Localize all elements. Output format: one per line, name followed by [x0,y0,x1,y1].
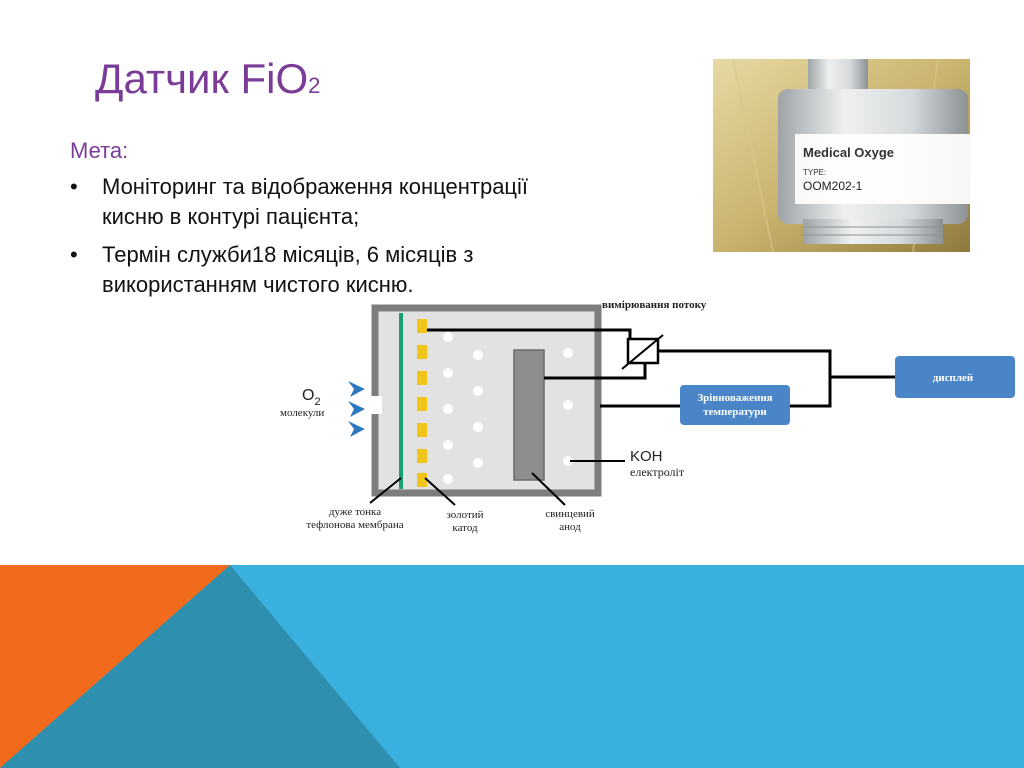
temp-label-line2: температури [703,406,767,418]
o2-arrow-icon [348,381,365,397]
electrolyte-dot [563,400,573,410]
electrolyte-dot [473,458,483,468]
photo-bg-line [732,59,774,252]
electrolyte-dot [563,456,573,466]
flow-resistor-arrow [621,334,664,370]
photo-brand-text: Medical Oxyge [803,145,894,160]
bottom-pointers [369,472,566,506]
electrolyte-dot [563,348,573,358]
cathode-segment [417,371,427,385]
anode-label-line1: свинцевий [545,508,595,520]
koh-label: KOH [630,448,663,465]
o2-inlet-gap [368,396,382,414]
electrolyte-dot [443,332,453,342]
o2-arrow-icon [348,401,365,417]
electrolyte-dot [473,350,483,360]
temperature-box [680,385,790,425]
goal-label: Мета: [70,138,129,163]
flow-label: вимірювання потоку [602,299,707,311]
bullet-item: Термін служби18 місяців, 6 місяців з вик… [70,240,590,300]
slide-title: Датчик FiO2 [95,55,320,103]
anode-wire [544,363,647,380]
cathode-label-line2: катод [452,522,478,534]
electrolyte-box [371,304,602,497]
molecules-label: молекули [280,407,324,419]
membrane-pointer [369,477,402,504]
o2-label: O2 [302,387,321,408]
photo-type-label: TYPE: [803,168,826,177]
membrane-label-line2: тефлонова мембрана [306,519,403,531]
title-main: Датчик FiO [95,55,309,102]
electrolyte-dot [443,440,453,450]
cathode-segment [417,345,427,359]
electrolyte-dot [443,368,453,378]
electrolyte-dot [443,404,453,414]
sensor-label [795,134,970,204]
electrolyte-dot [443,474,453,484]
electrolyte-dot [473,422,483,432]
sensor-bottom-thread [803,219,943,244]
title-subscript: 2 [308,73,321,98]
cathode-segment [417,397,427,411]
flow-to-display-wire [655,349,895,379]
footer-teal-triangle [0,565,400,768]
display-box [895,356,1015,398]
o2-arrow-icon [348,421,365,437]
bullet-list: Моніторинг та відображення концентрації … [70,172,590,308]
electrolyte-label: електроліт [630,465,685,479]
sensor-diagram: O2 молекули вимірювання потоку Зрівноваж… [280,299,1015,534]
electrolyte-dot [473,386,483,396]
sensor-photo: Medical Oxyge TYPE: OOM202-1 [713,59,970,252]
temp-to-display-wire [790,377,832,408]
membrane-label-line1: дуже тонка [329,506,381,518]
cathode-segment [417,319,427,333]
anode-label-line2: анод [559,521,581,533]
gold-cathode [417,319,427,487]
anode-pointer [531,472,566,506]
bullet-item: Моніторинг та відображення концентрації … [70,172,590,232]
photo-model-text: OOM202-1 [803,179,863,193]
lead-anode [513,349,545,481]
cathode-segment [417,449,427,463]
sensor-top-cap [808,59,868,89]
o2-arrows [348,381,365,437]
display-label: дисплей [933,372,974,384]
cathode-segment [417,423,427,437]
cathode-segment [417,473,427,487]
cathode-label-line1: золотий [446,509,483,521]
temp-label-line1: Зрівноваження [697,392,772,404]
footer-decoration [0,565,1024,768]
o2-label-main: O [302,387,314,404]
o2-label-sub: 2 [314,396,320,408]
cathode-pointer [424,477,456,506]
